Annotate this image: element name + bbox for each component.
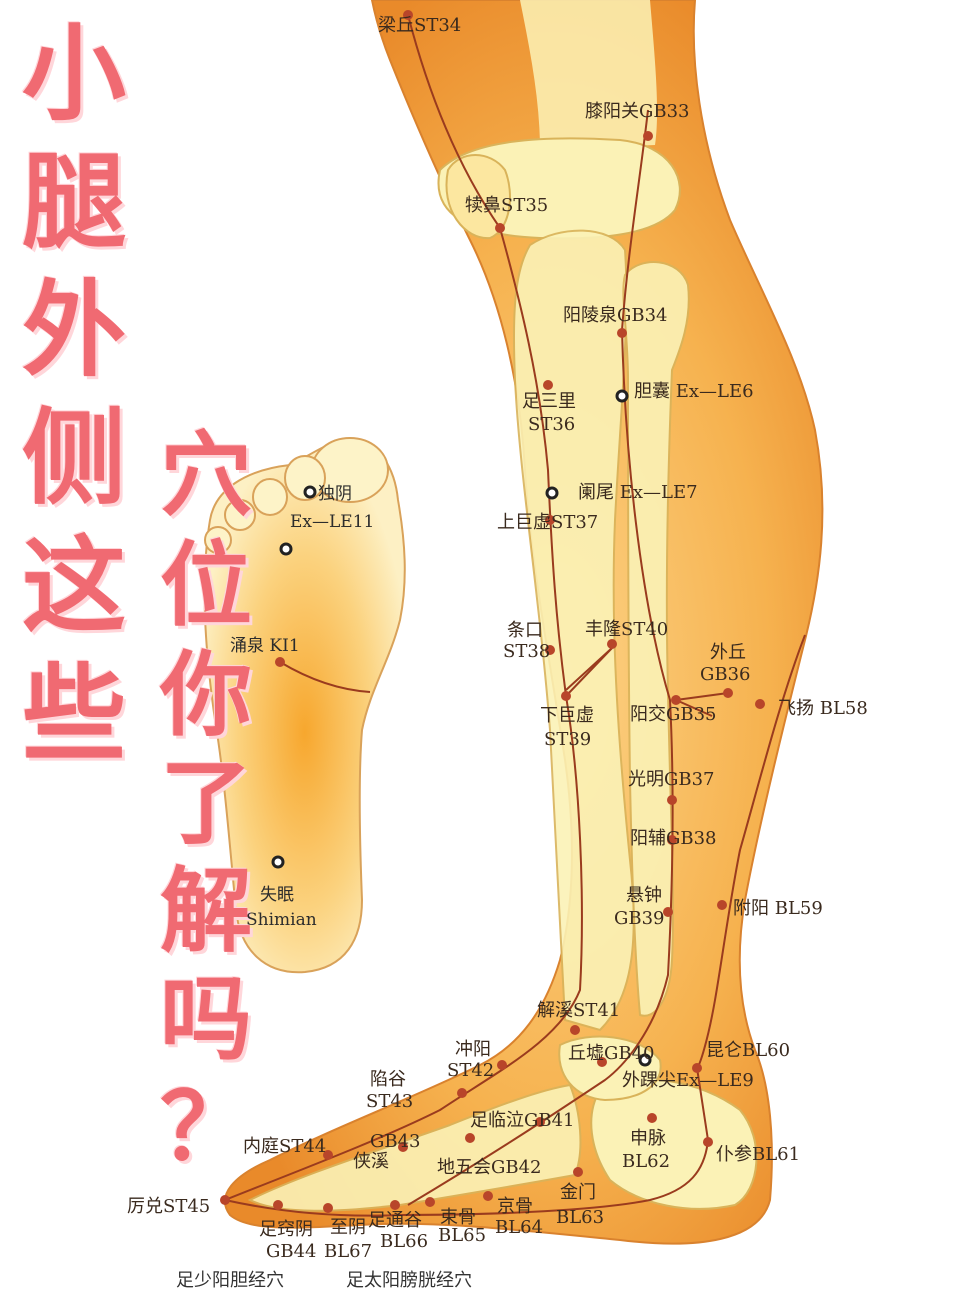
label-bl63: BL63 [556,1207,605,1228]
title-char: 外 [22,269,127,391]
label-st42-cn: 冲阳 [455,1039,491,1060]
label-gb43-cn: 侠溪 [353,1151,389,1172]
kneecap [445,154,511,240]
label-bl64-cn: 京骨 [497,1196,533,1217]
label-exle11: Ex—LE11 [290,512,375,532]
title-char: 了 [160,750,253,857]
label-st38-cn: 条口 [507,620,543,641]
label-st36: ST36 [528,414,576,435]
label-gb36-cn: 外丘 [710,642,746,663]
label-bl64: BL64 [495,1217,544,1238]
label-gb36: GB36 [700,664,751,685]
label-bl60: 昆仑BL60 [706,1040,791,1061]
sole [203,437,406,974]
legend-gallbladder: 足少阳胆经穴 [176,1270,284,1291]
title-char: 小 [22,13,127,135]
label-gb37: 光明GB37 [628,769,715,790]
label-bl65-cn: 束骨 [440,1207,476,1228]
label-st43: ST43 [366,1091,414,1112]
label-st41: 解溪ST41 [537,1000,621,1021]
label-bl61: 仆参BL61 [716,1144,801,1165]
label-st35: 犊鼻ST35 [465,195,549,216]
toes [204,437,389,554]
label-bl62: BL62 [622,1151,671,1172]
title-char: 侧 [22,397,127,519]
label-st43-cn: 陷谷 [370,1069,406,1090]
label-exle7: 阑尾 Ex—LE7 [578,482,698,503]
label-gb44-cn: 足窍阴 [259,1219,313,1240]
label-bl67: BL67 [324,1241,373,1262]
femur-bone [520,0,658,150]
label-exle11-cn: 独阴 [318,484,352,504]
label-st40: 丰隆ST40 [585,619,669,640]
label-gb34: 阳陵泉GB34 [563,305,668,326]
label-bl59: 附阳 BL59 [733,898,823,919]
acupoint-markers [220,10,765,1213]
label-st38: ST38 [503,641,551,662]
title-char: 腿 [22,141,127,263]
metatarsal-bones [247,1083,582,1212]
title-char: 这 [22,525,127,647]
label-st42: ST42 [447,1060,495,1081]
legend-bladder: 足太阳膀胱经穴 [346,1270,472,1291]
label-bl67-cn: 至阴 [330,1217,366,1238]
label-gb40: 丘墟GB40 [568,1043,655,1064]
label-bl63-cn: 金门 [560,1182,596,1203]
label-st36-cn: 足三里 [522,391,576,412]
label-bl66-cn: 足通谷 [368,1210,422,1231]
label-st45: 厉兑ST45 [127,1196,211,1217]
label-ki1: 涌泉 KI1 [230,636,300,656]
calcaneus-bone [590,1078,758,1210]
label-gb41: 足临泣GB41 [470,1110,575,1131]
label-bl65: BL65 [438,1225,487,1246]
title-char: 些 [22,653,127,775]
label-shimian: Shimian [246,910,317,930]
talus-bone [558,1035,662,1102]
label-exle6: 胆囊 Ex—LE6 [634,381,754,402]
leg [224,0,824,1245]
label-gb44: GB44 [266,1241,317,1262]
title-char: 穴 [160,422,253,529]
extra-point-markers [271,389,652,1067]
label-st39-cn: 下巨虚 [540,705,594,726]
label-gb39-cn: 悬钟 [626,885,662,906]
title-char: 位 [160,532,253,639]
label-gb42: 地五会GB42 [437,1157,542,1178]
label-shimian-cn: 失眠 [260,885,294,905]
label-st44: 内庭ST44 [243,1136,327,1157]
label-gb35: 阳交GB35 [630,704,717,725]
label-st37: 上巨虚ST37 [497,512,599,533]
ki1-marker [275,657,285,667]
label-exle9: 外踝尖Ex—LE9 [622,1070,754,1091]
label-bl66: BL66 [380,1231,429,1252]
label-bl58: 飞扬 BL58 [778,698,868,719]
label-gb43: GB43 [370,1131,421,1152]
label-gb39: GB39 [614,908,665,929]
label-gb33: 膝阳关GB33 [585,101,690,122]
label-st34: 梁丘ST34 [378,15,462,36]
fibula-bone [622,261,690,1017]
label-st39: ST39 [544,729,592,750]
label-gb38: 阳辅GB38 [630,828,717,849]
title-char: 吗 [160,966,253,1073]
title-char: 解 [160,858,253,965]
title-char: ？ [160,1074,253,1181]
label-bl62-cn: 申脉 [630,1128,666,1149]
title-char: 你 [160,642,253,749]
